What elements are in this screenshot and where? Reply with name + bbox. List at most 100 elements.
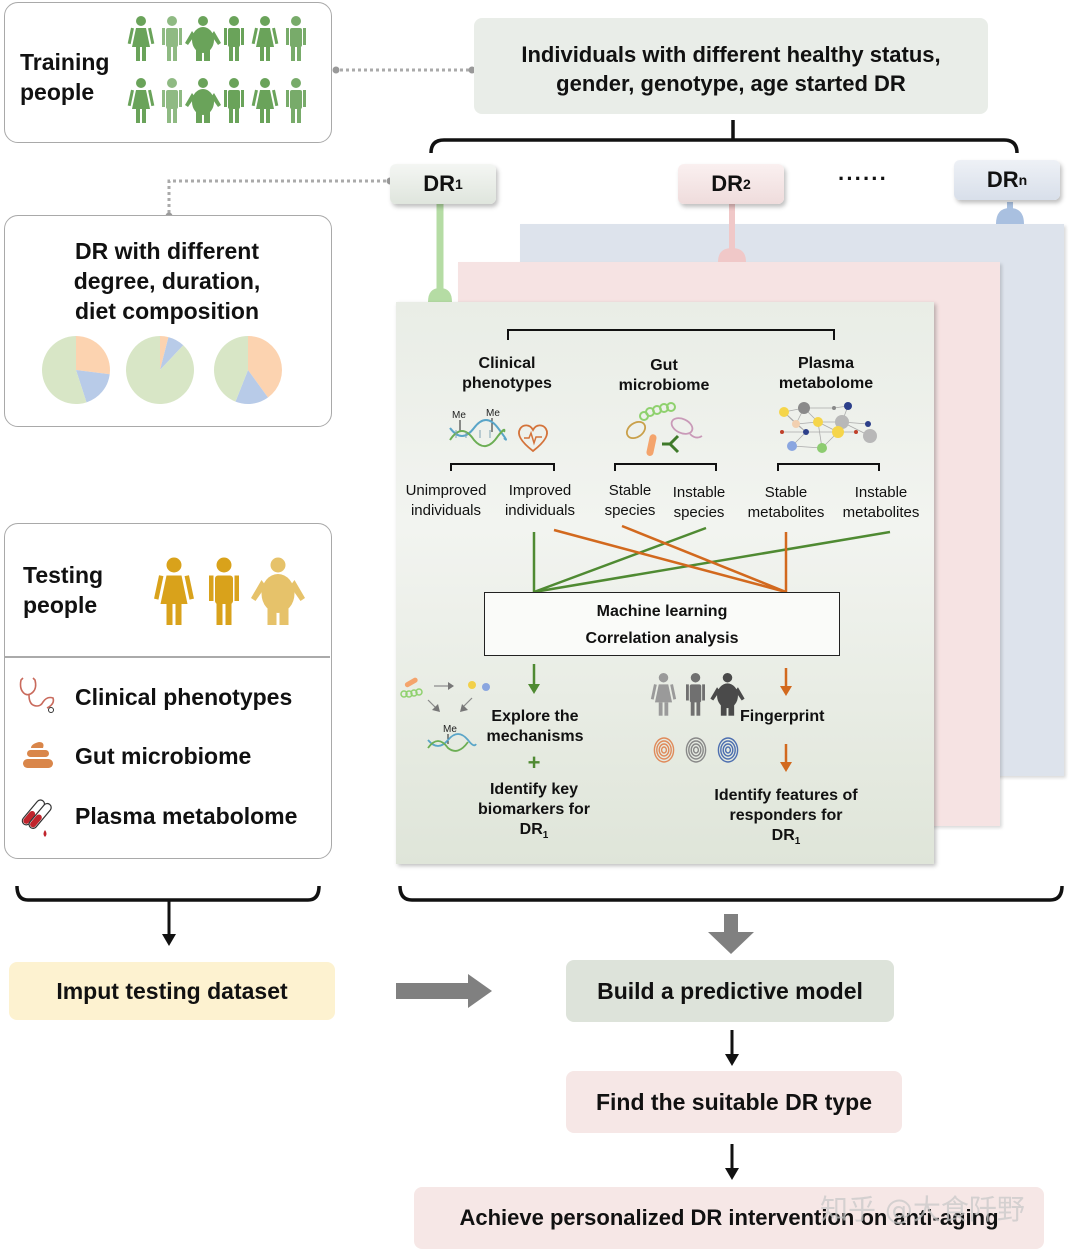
metabolite-node <box>865 421 871 427</box>
arrow-down-find-achieve <box>725 1144 739 1180</box>
analysis-box: Machine learning Correlation analysis <box>484 592 840 656</box>
correlation-lines <box>532 524 891 594</box>
blood-tube-icon <box>21 799 52 837</box>
metabolite-node <box>844 402 852 410</box>
person-figure-icon <box>162 16 182 61</box>
dr-tab-connectors <box>428 202 1024 302</box>
person-figure-icon <box>224 16 244 61</box>
watermark: 知乎 @大食阡野 <box>820 1193 1025 1226</box>
testing-people-figures <box>154 557 305 625</box>
person-figure-icon <box>209 557 239 625</box>
orange-arrow-down-1 <box>780 668 792 696</box>
person-figure-icon <box>251 16 279 61</box>
testing-bracket <box>15 885 321 946</box>
green-arrow-down <box>528 664 540 694</box>
stool-icon <box>23 742 53 768</box>
person-figure-icon <box>224 78 244 123</box>
green-links <box>532 526 891 594</box>
achieve-personalized-box: Achieve personalized DR intervention on … <box>414 1187 1044 1249</box>
pie-slice-blue <box>160 337 184 370</box>
testing-item-label: Plasma metabolome <box>75 803 298 829</box>
diet-pie-3 <box>214 336 283 404</box>
metabolite-node <box>832 406 836 410</box>
pie-slice-blue <box>76 370 110 403</box>
identify-biomarkers-text: Identify key biomarkers for DR1 <box>477 781 591 842</box>
fingerprint-icon <box>717 737 739 763</box>
training-people-figures <box>127 16 306 123</box>
person-figure-icon <box>286 16 306 61</box>
orange-links <box>553 524 788 594</box>
orange-arrow-down-2 <box>780 744 792 772</box>
pie-slice-green <box>126 336 194 404</box>
metabolite-node <box>787 441 797 451</box>
plasma-title: Plasma metabolome <box>778 355 874 392</box>
me-label: Me <box>452 410 466 421</box>
input-testing-dataset-box: Imput testing dataset <box>9 962 335 1020</box>
clinical-title: Clinical phenotypes <box>462 355 552 392</box>
person-figure-icon <box>154 557 194 625</box>
testing-people-label: Testing people <box>23 562 104 618</box>
diet-composition-pies <box>42 336 283 404</box>
metabolite-node <box>798 402 810 414</box>
mechanism-pathway-icon: Me <box>400 677 490 752</box>
pie-slice-blue <box>235 370 268 404</box>
diet-pie-2 <box>126 336 194 404</box>
metabolite-node <box>813 417 823 427</box>
top-bracket <box>429 120 1019 154</box>
metabolite-node <box>832 426 844 438</box>
gray-arrow-right <box>396 974 492 1008</box>
training-people-card: Training people <box>4 2 332 143</box>
testing-people-card: Testing people Clinical phenotypes Gut m… <box>4 523 332 859</box>
pie-slice-green <box>214 336 248 402</box>
metabolite-node <box>792 420 800 428</box>
person-figure-icon <box>127 16 155 61</box>
fingerprint-label: Fingerprint <box>740 708 825 725</box>
person-figure-icon <box>686 672 705 716</box>
person-figure-icon <box>251 557 305 625</box>
testing-divider <box>5 656 330 658</box>
person-figure-icon <box>650 672 677 716</box>
dr-ellipsis: ······ <box>838 166 888 191</box>
person-figure-icon <box>710 672 745 716</box>
omics-bracket <box>507 329 835 340</box>
metabolite-node <box>803 429 809 435</box>
metabolite-network-icon <box>779 402 877 453</box>
fingerprint-people-icon <box>650 672 745 763</box>
metabolite-node <box>779 407 789 417</box>
microbes-icon <box>625 402 703 456</box>
find-dr-type-box: Find the suitable DR type <box>566 1071 902 1133</box>
person-figure-icon <box>251 78 279 123</box>
person-figure-icon <box>185 16 221 61</box>
metabolite-node <box>780 430 784 434</box>
stethoscope-icon <box>19 677 55 713</box>
person-figure-icon <box>127 78 155 123</box>
person-figure-icon <box>185 78 221 123</box>
testing-item-label: Clinical phenotypes <box>75 684 293 710</box>
person-figure-icon <box>286 78 306 123</box>
dna-methylation-icon: Me Me <box>449 408 507 447</box>
dr-variation-card: DR with different degree, duration, diet… <box>4 215 332 427</box>
pie-slice-orange <box>76 336 111 375</box>
arrow-down-model-find <box>725 1030 739 1066</box>
identify-features-text: Identify features of responders for DR1 <box>714 787 858 848</box>
clinical-bracket <box>450 463 555 471</box>
heart-pulse-icon <box>518 424 548 453</box>
metabolite-node <box>854 430 858 434</box>
explore-mechanisms-text: Explore the mechanisms <box>486 708 584 745</box>
dr-variation-text: DR with different degree, duration, diet… <box>73 238 261 324</box>
population-box: Individuals with different healthy statu… <box>474 18 988 114</box>
training-figure-row <box>127 16 306 61</box>
metabolite-node <box>835 415 849 429</box>
diet-pie-1 <box>42 336 111 404</box>
metabolite-node <box>817 443 827 453</box>
testing-item-label: Gut microbiome <box>75 743 252 769</box>
